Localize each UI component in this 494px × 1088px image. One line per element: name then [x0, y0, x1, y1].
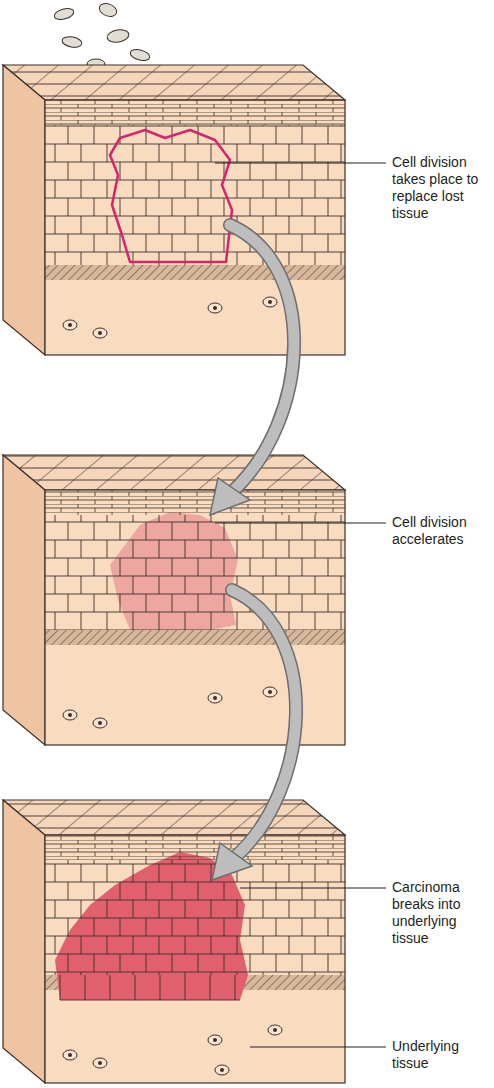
progression-arrow	[212, 590, 296, 880]
callout-label: Underlying tissue	[392, 1038, 490, 1072]
callout-label: Cell division accelerates	[392, 514, 490, 548]
callout-label: Cell division takes place to replace los…	[392, 154, 490, 222]
tissue-block	[3, 800, 345, 1083]
leader-line	[215, 163, 386, 1047]
callout-label: Carcinoma breaks into underlying tissue	[392, 879, 490, 947]
progression-arrow	[210, 225, 294, 515]
